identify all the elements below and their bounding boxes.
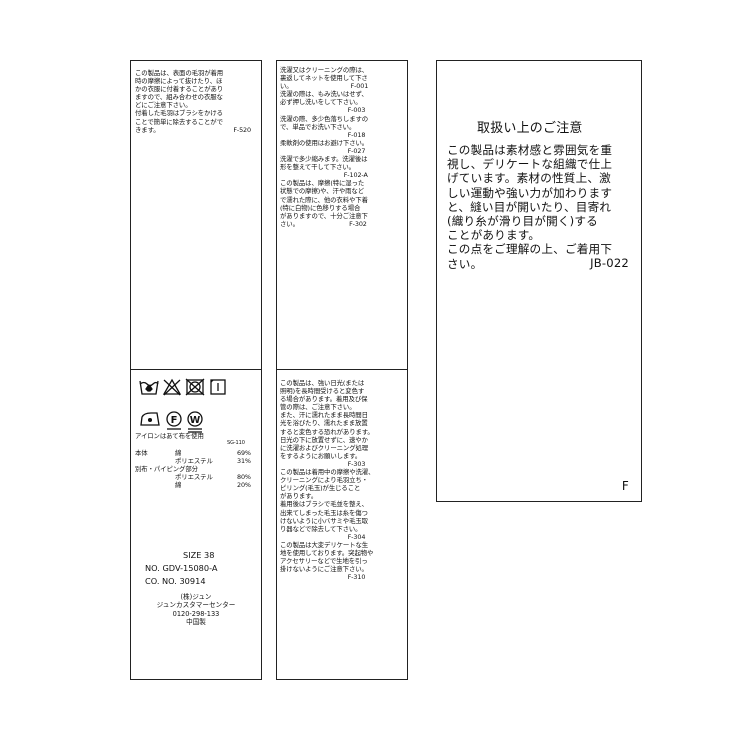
company-name: (株)ジュン [180, 593, 212, 601]
discoloration-pilling-notes: この製品は、強い日光(または 照明)を長時間受けると変色す る場合があります。着… [280, 379, 375, 582]
country-of-origin: 中国製 [186, 618, 206, 627]
label-divider [277, 369, 407, 370]
no-tumble-dry-icon [185, 378, 205, 396]
composition-table: 本体 綿 69% ポリエステル 31% 別布・パイピング部分 ポリエステル 80… [135, 449, 259, 489]
sg-code: SG-110 [227, 440, 245, 446]
washing-instructions: 洗濯又はクリーニングの際は、 裏返してネットを使用して下さ い。 F-001 洗… [280, 66, 369, 228]
corner-mark: F [621, 479, 629, 493]
handling-caution-label: 取扱い上のご注意 この製品は素材感と雰囲気を重 視し、デリケートな組織で仕上 げ… [436, 60, 642, 502]
caution-title: 取扱い上のご注意 [477, 121, 583, 136]
no-bleach-icon [162, 378, 182, 396]
svg-text:W: W [190, 415, 201, 426]
line-dry-icon [210, 379, 226, 395]
color-number: CO. NO. 30914 [145, 576, 206, 586]
care-symbols: F W [137, 377, 247, 437]
composition-row: 本体 綿 69% [135, 449, 251, 457]
care-label-left: この製品は、表面の毛羽が着用 時の摩擦によって抜けたり、ほ かの衣服に付着するこ… [130, 60, 262, 680]
caution-body: この製品は素材感と雰囲気を重 視し、デリケートな組織で仕上 げています。素材の性… [447, 143, 613, 271]
phone-number: 0120-298-133 [172, 609, 220, 618]
dryclean-f-icon: F [166, 411, 182, 430]
iron-note: アイロンはあて布を使用 [135, 432, 204, 440]
composition-row: 別布・パイピング部分 [135, 465, 198, 473]
label-divider [131, 369, 261, 370]
wet-clean-w-icon: W [187, 411, 203, 433]
pile-notice-text: この製品は、表面の毛羽が着用 時の摩擦によって抜けたり、ほ かの衣服に付着するこ… [135, 69, 224, 134]
customer-center: ジュンカスタマーセンター [156, 601, 236, 610]
caution-code: JB-022 [590, 256, 629, 270]
size-label: SIZE 38 [183, 550, 215, 560]
iron-low-icon [140, 412, 160, 426]
care-label-middle: 洗濯又はクリーニングの際は、 裏返してネットを使用して下さ い。 F-001 洗… [276, 60, 408, 680]
composition-row: 綿 20% [175, 481, 251, 489]
pile-notice-code: F-520 [233, 126, 251, 134]
product-number: NO. GDV-15080-A [145, 563, 218, 573]
composition-row: ポリエステル 31% [175, 457, 251, 465]
svg-text:F: F [171, 415, 178, 426]
wash-by-hand-icon [139, 380, 159, 395]
company-info: (株)ジュン ジュンカスタマーセンター 0120-298-133 中国製 [131, 593, 261, 627]
composition-row: ポリエステル 80% [175, 473, 251, 481]
